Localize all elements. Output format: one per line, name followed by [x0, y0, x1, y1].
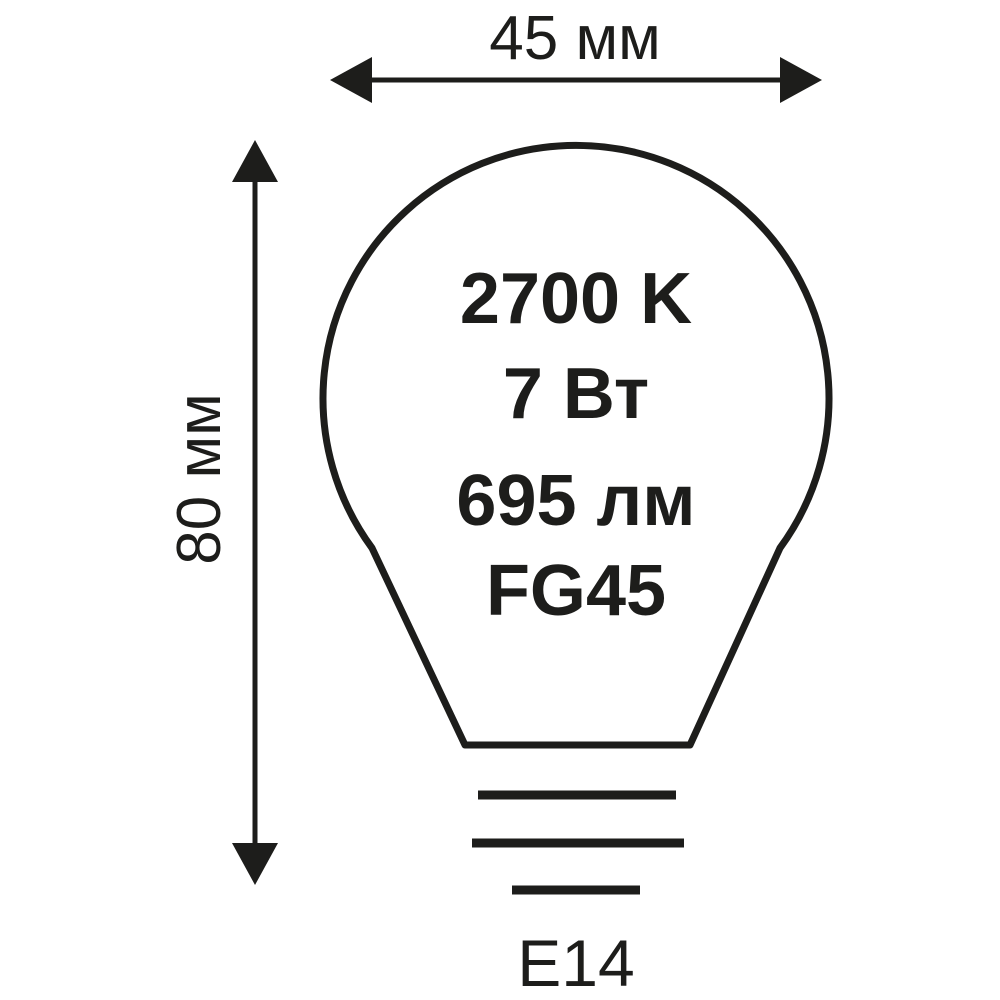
luminous-flux: 695 лм: [456, 461, 696, 541]
model: FG45: [485, 551, 667, 631]
height-arrow: [232, 140, 278, 885]
base-label: E14: [517, 926, 635, 1000]
power: 7 Вт: [502, 354, 650, 434]
color-temperature: 2700 K: [459, 259, 693, 339]
height-label: 80 мм: [165, 393, 234, 565]
bulb-outline: [319, 141, 833, 749]
bulb-base: [472, 790, 684, 895]
width-arrow: [330, 57, 822, 103]
width-label: 45 мм: [489, 4, 661, 73]
